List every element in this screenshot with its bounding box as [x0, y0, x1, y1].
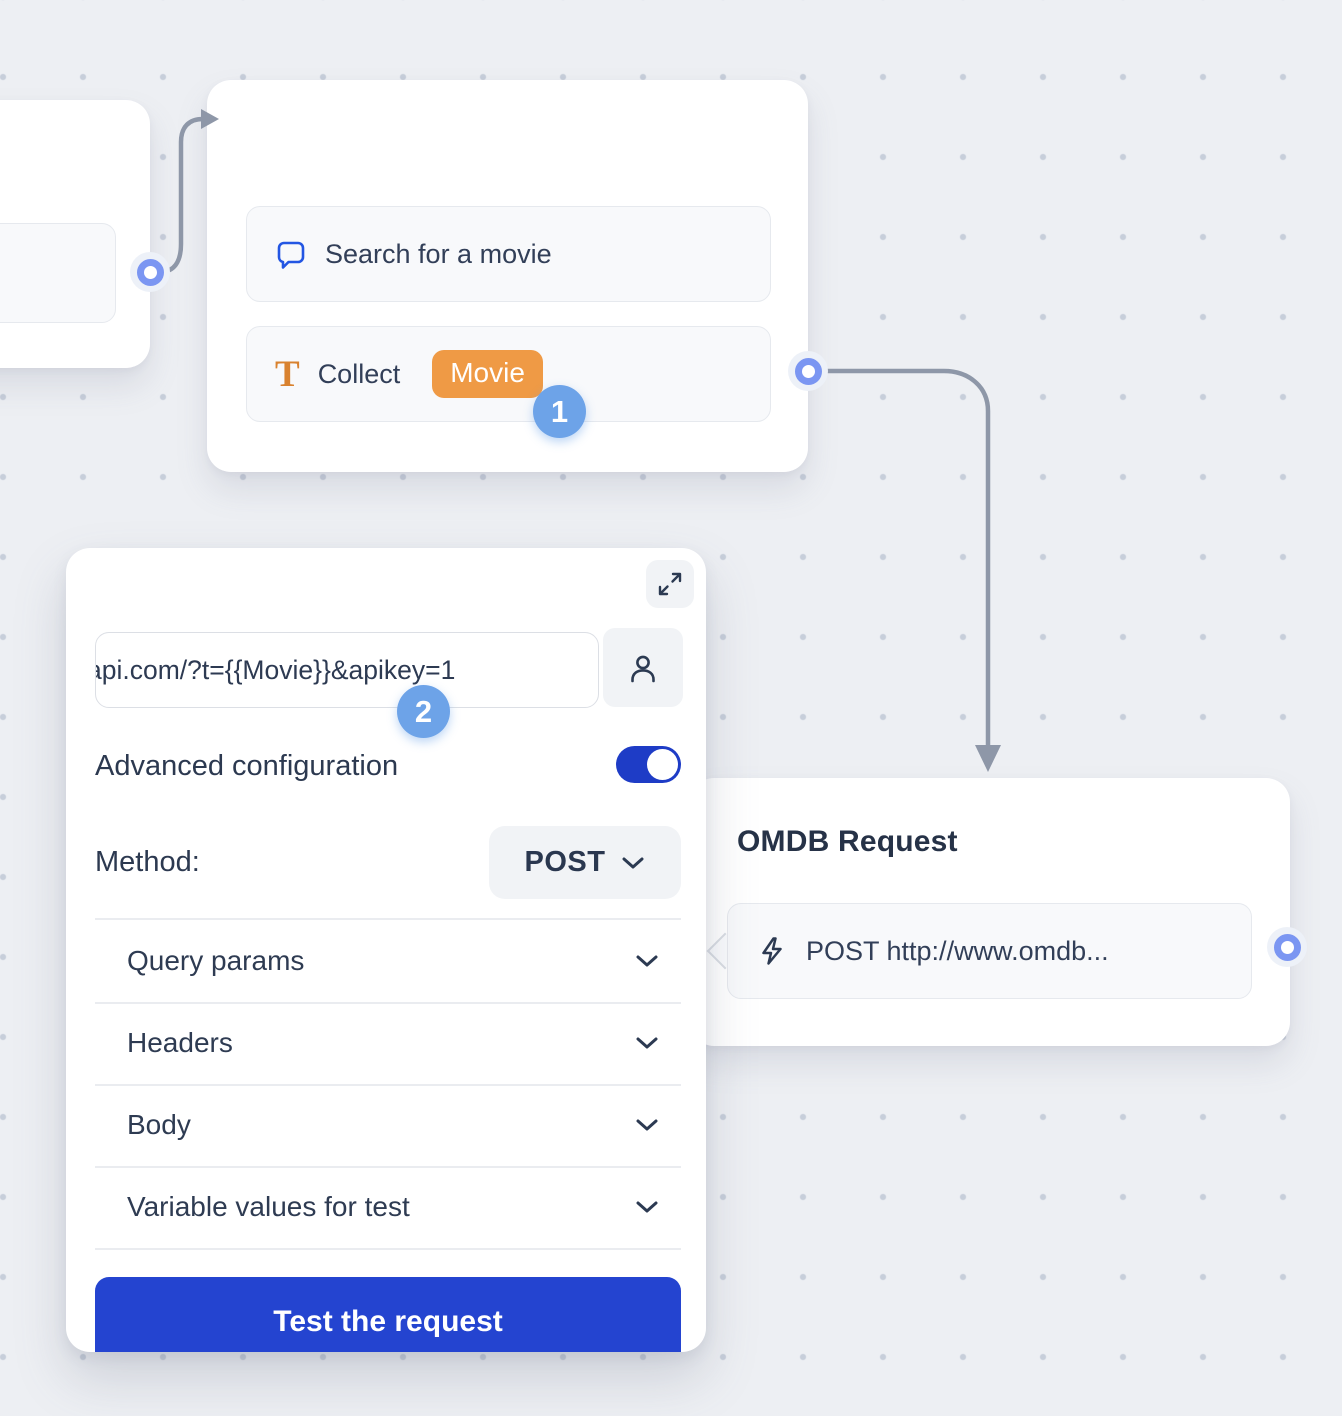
divider — [95, 1248, 681, 1250]
url-input[interactable]: api.com/?t={{Movie}}&apikey=1 — [95, 632, 599, 708]
port-ring — [794, 357, 822, 385]
section-label: Headers — [127, 1027, 233, 1058]
block-label: Collect — [317, 358, 401, 389]
step-badge-1: 1 — [533, 385, 586, 438]
chat-bubble-icon — [277, 241, 305, 269]
expand-button[interactable] — [646, 560, 694, 608]
section-label: Variable values for test — [127, 1191, 410, 1222]
divider — [95, 918, 681, 920]
variable-badge-movie[interactable]: Movie — [432, 350, 543, 398]
section-label: Body — [127, 1109, 191, 1140]
advanced-config-label: Advanced configuration — [95, 750, 399, 782]
toggle-knob — [647, 749, 678, 780]
divider — [95, 1166, 681, 1168]
port-ring — [1273, 933, 1301, 961]
section-label: Query params — [127, 945, 305, 976]
omdb-node-title: OMDB Request — [737, 825, 958, 858]
section-headers[interactable]: Headers — [95, 1002, 681, 1084]
collect-block-movie[interactable]: T Collect Movie — [246, 326, 771, 422]
webhook-block-post-omdb[interactable]: POST http://www.omdb... — [727, 903, 1252, 999]
divider — [95, 1002, 681, 1004]
divider — [95, 1084, 681, 1086]
chevron-down-icon — [636, 1201, 658, 1213]
method-value: POST — [524, 846, 606, 878]
text-icon: T — [275, 353, 300, 395]
chevron-down-icon — [636, 1037, 658, 1049]
method-label: Method: — [95, 846, 200, 878]
section-variable-values[interactable]: Variable values for test — [95, 1166, 681, 1248]
person-icon — [631, 655, 655, 682]
omdb-request-node[interactable]: OMDB Request POST http://www.omdb... — [690, 778, 1290, 1046]
chevron-down-icon — [636, 1119, 658, 1131]
url-input-value: api.com/?t={{Movie}}&apikey=1 — [95, 654, 456, 685]
block-label: POST http://www.omdb... — [806, 935, 1109, 966]
message-block-search-for-movie[interactable]: Search for a movie — [246, 206, 771, 302]
step-badge-2: 2 — [397, 685, 450, 738]
arrowhead-into-omdb-node — [975, 745, 1001, 772]
port-ring — [136, 258, 164, 286]
output-port-partial-node[interactable] — [130, 252, 170, 292]
method-dropdown[interactable]: POST — [489, 826, 681, 899]
wire-left-to-movie — [150, 116, 204, 275]
output-port-omdb[interactable] — [1267, 927, 1307, 967]
advanced-config-toggle[interactable] — [616, 746, 681, 783]
wire-movie-to-omdb — [822, 368, 991, 747]
section-body[interactable]: Body — [95, 1084, 681, 1166]
test-request-button[interactable]: Test the request — [95, 1277, 681, 1352]
movie-search-node[interactable]: Movie search Search for a movie T Collec… — [207, 80, 808, 472]
expand-icon — [658, 572, 682, 596]
partial-node-item[interactable] — [0, 223, 116, 323]
section-query-params[interactable]: Query params — [95, 920, 681, 1002]
chevron-down-icon — [622, 857, 644, 868]
lightning-icon — [762, 937, 782, 965]
partial-node[interactable] — [0, 100, 150, 368]
block-label: Search for a movie — [325, 238, 552, 269]
chevron-down-icon — [636, 955, 658, 967]
variables-button[interactable] — [603, 628, 683, 707]
output-port-collect-movie[interactable] — [788, 351, 828, 391]
webhook-config-panel: api.com/?t={{Movie}}&apikey=1 2 Advanced… — [66, 548, 706, 1352]
